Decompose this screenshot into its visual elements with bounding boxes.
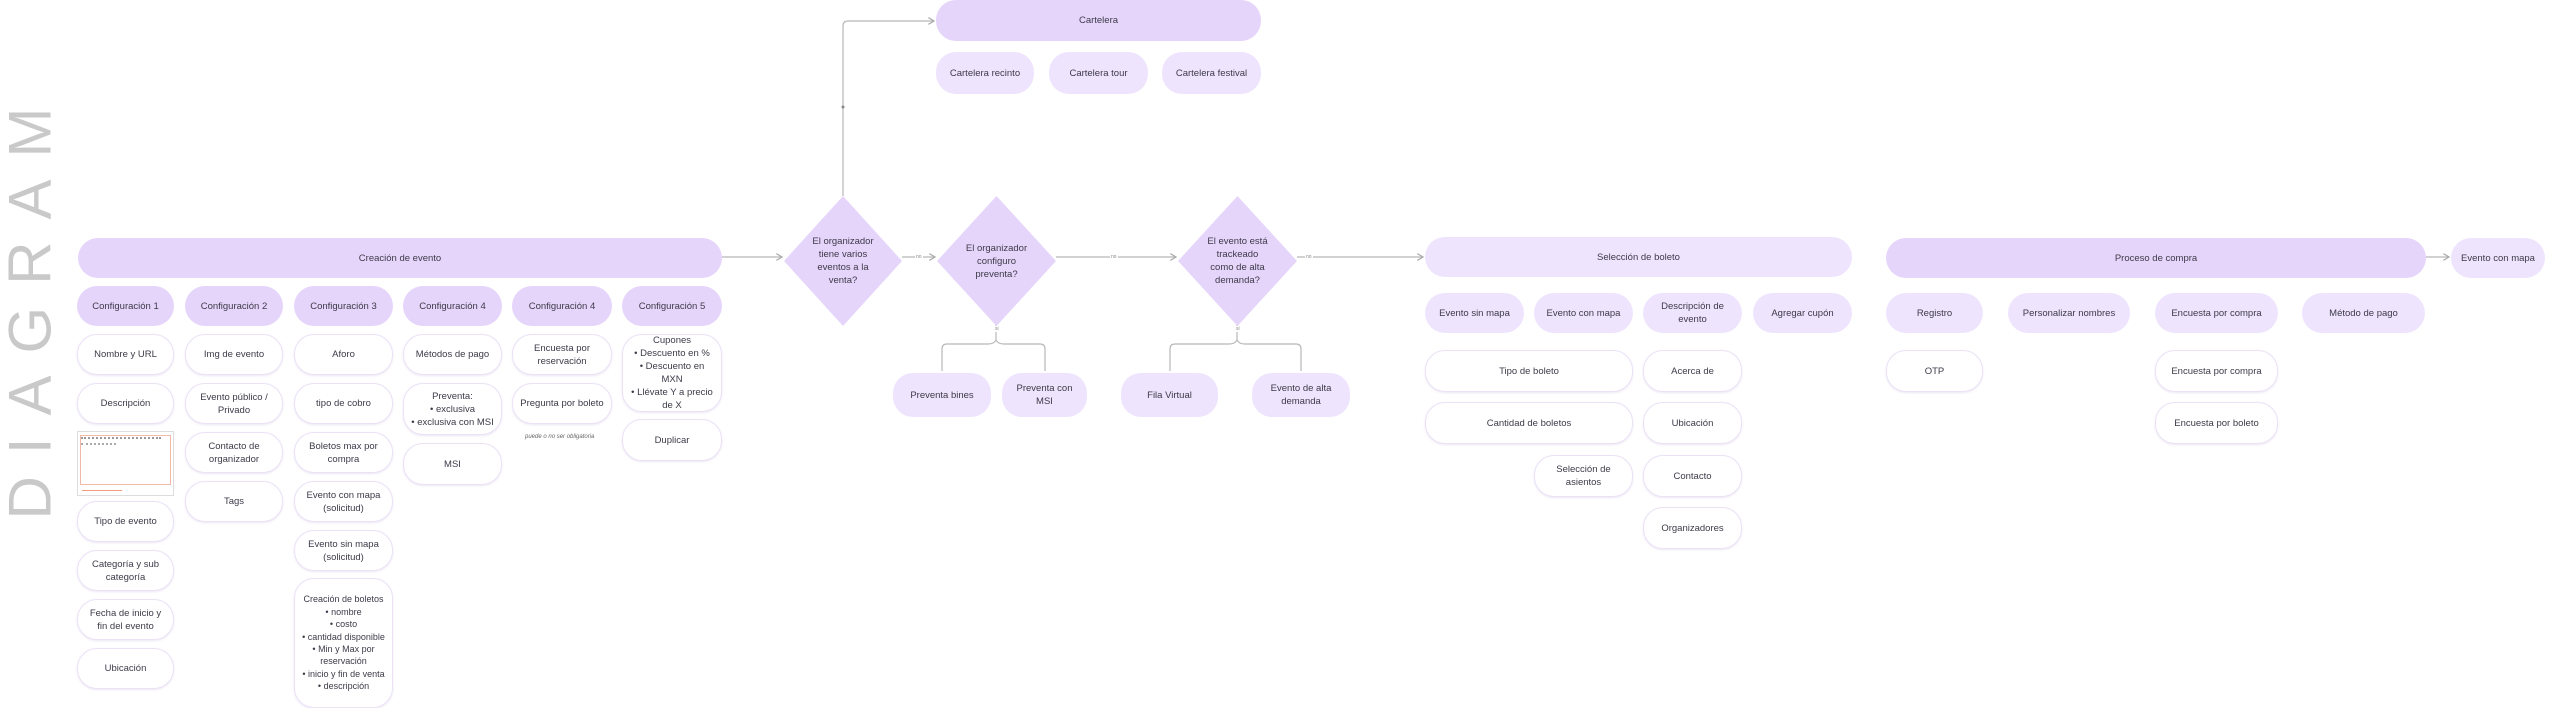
config-item[interactable]: Evento público / Privado <box>185 383 283 424</box>
config-item[interactable]: Duplicar <box>622 419 722 461</box>
node-title: Creación de boletos <box>303 594 384 605</box>
config-item[interactable]: Categoría y sub categoría <box>77 550 174 591</box>
config-item[interactable]: Evento sin mapa (solicitud) <box>294 530 393 571</box>
decision-varios-eventos[interactable]: El organizador tiene varios eventos a la… <box>784 196 902 326</box>
config-item[interactable]: Descripción <box>77 383 174 424</box>
alta-demanda-node[interactable]: Evento de alta demanda <box>1252 373 1350 417</box>
config-item[interactable]: Ubicación <box>77 648 174 689</box>
decision-text: El organizador configuro preventa? <box>965 242 1028 280</box>
config-item[interactable]: Pregunta por boleto <box>512 383 612 424</box>
bullet: nombre <box>301 606 386 618</box>
config-4b-header[interactable]: Configuración 4 <box>512 286 612 326</box>
config-item[interactable]: tipo de cobro <box>294 383 393 424</box>
edge-label-si: si <box>1235 326 1241 332</box>
seleccion-item[interactable]: Selección de asientos <box>1534 455 1633 497</box>
config-item[interactable]: Fecha de inicio y fin del evento <box>77 599 174 640</box>
config-item[interactable]: Boletos max por compra <box>294 432 393 473</box>
config-item[interactable]: Aforo <box>294 334 393 375</box>
config-item[interactable]: Tags <box>185 481 283 522</box>
decision-text: El organizador tiene varios eventos a la… <box>812 236 874 286</box>
config-item[interactable]: Métodos de pago <box>403 334 502 375</box>
evento-con-mapa-node[interactable]: Evento con mapa <box>2451 238 2545 278</box>
seleccion-tab[interactable]: Evento con mapa <box>1534 293 1633 333</box>
edge-d1-to-cartelera <box>842 21 934 196</box>
decision-alta-demanda[interactable]: El evento está trackeado como de alta de… <box>1178 196 1297 326</box>
bullet: cantidad disponible <box>301 631 386 643</box>
cartelera-tour-node[interactable]: Cartelera tour <box>1049 52 1148 94</box>
config-2-header[interactable]: Configuración 2 <box>185 286 283 326</box>
cartelera-recinto-node[interactable]: Cartelera recinto <box>936 52 1034 94</box>
config-item[interactable]: Img de evento <box>185 334 283 375</box>
editor-screenshot-thumbnail <box>77 431 174 496</box>
encuesta-item[interactable]: Encuesta por compra <box>2155 350 2278 392</box>
config-4-header[interactable]: Configuración 4 <box>403 286 502 326</box>
decision-text: El evento está trackeado como de alta de… <box>1207 236 1268 286</box>
cartelera-node[interactable]: Cartelera <box>936 0 1261 41</box>
descripcion-item[interactable]: Acerca de <box>1643 350 1742 392</box>
compra-step[interactable]: Método de pago <box>2302 293 2425 333</box>
edge-label-no: no <box>1110 254 1118 260</box>
node-label: Creación de evento <box>358 252 442 264</box>
bullet: Min y Max por reservación <box>301 643 386 668</box>
bullet: inicio y fin de venta <box>301 668 386 680</box>
preventa-node[interactable]: Preventa: exclusiva exclusiva con MSI <box>403 383 502 435</box>
config-5-header[interactable]: Configuración 5 <box>622 286 722 326</box>
cartelera-festival-node[interactable]: Cartelera festival <box>1162 52 1261 94</box>
bullet-list: Descuento en % Descuento en MXN Llévate … <box>629 347 715 412</box>
cupones-node[interactable]: Cupones Descuento en % Descuento en MXN … <box>622 334 722 412</box>
bullet: costo <box>301 618 386 630</box>
descripcion-item[interactable]: Ubicación <box>1643 402 1742 444</box>
bullet: descripción <box>301 680 386 692</box>
compra-step[interactable]: Registro <box>1886 293 1983 333</box>
seleccion-tab[interactable]: Descripción de evento <box>1643 293 1742 333</box>
node-title: Preventa: <box>432 390 473 402</box>
compra-step[interactable]: Personalizar nombres <box>2008 293 2130 333</box>
seleccion-item[interactable]: Tipo de boleto <box>1425 350 1633 392</box>
registro-item[interactable]: OTP <box>1886 350 1983 392</box>
bullet: exclusiva con MSI <box>411 416 494 429</box>
encuesta-item[interactable]: Encuesta por boleto <box>2155 402 2278 444</box>
config-item[interactable]: Tipo de evento <box>77 501 174 542</box>
fila-virtual-node[interactable]: Fila Virtual <box>1121 373 1218 417</box>
decision-preventa[interactable]: El organizador configuro preventa? <box>937 196 1056 326</box>
bullet: exclusiva <box>411 403 494 416</box>
bullet-list: exclusiva exclusiva con MSI <box>411 403 494 429</box>
seleccion-boleto-node[interactable]: Selección de boleto <box>1425 237 1852 277</box>
descripcion-item[interactable]: Contacto <box>1643 455 1742 497</box>
preventa-bines-node[interactable]: Preventa bines <box>893 373 991 417</box>
compra-step[interactable]: Encuesta por compra <box>2155 293 2278 333</box>
edge-label-si: si <box>994 326 1000 332</box>
edge-label-no: no <box>915 254 923 260</box>
node-title: Cupones <box>652 335 692 346</box>
edge-dot <box>841 105 845 109</box>
config-item[interactable]: MSI <box>403 443 502 485</box>
config-item[interactable]: Contacto de organizador <box>185 432 283 473</box>
config-item[interactable]: Evento con mapa (solicitud) <box>294 481 393 522</box>
descripcion-item[interactable]: Organizadores <box>1643 507 1742 549</box>
config-3-header[interactable]: Configuración 3 <box>294 286 393 326</box>
edge-label-no: no <box>1305 254 1313 260</box>
config-1-header[interactable]: Configuración 1 <box>77 286 174 326</box>
seleccion-item[interactable]: Cantidad de boletos <box>1425 402 1633 444</box>
bullet: Llévate Y a precio de X <box>629 386 715 412</box>
config-item[interactable]: Encuesta por reservación <box>512 334 612 375</box>
proceso-compra-node[interactable]: Proceso de compra <box>1886 238 2426 278</box>
seleccion-tab[interactable]: Evento sin mapa <box>1425 293 1524 333</box>
handwritten-note: puede o no ser obligatoria <box>525 434 595 440</box>
bullet: Descuento en MXN <box>629 360 715 386</box>
config-item[interactable]: Nombre y URL <box>77 334 174 375</box>
preventa-msi-node[interactable]: Preventa con MSI <box>1002 373 1087 417</box>
creacion-evento-node[interactable]: Creación de evento <box>78 238 722 278</box>
bullet: Descuento en % <box>629 347 715 360</box>
creacion-boletos-node[interactable]: Creación de boletos nombre costo cantida… <box>294 578 393 708</box>
bullet-list: nombre costo cantidad disponible Min y M… <box>301 606 386 693</box>
seleccion-tab[interactable]: Agregar cupón <box>1753 293 1852 333</box>
